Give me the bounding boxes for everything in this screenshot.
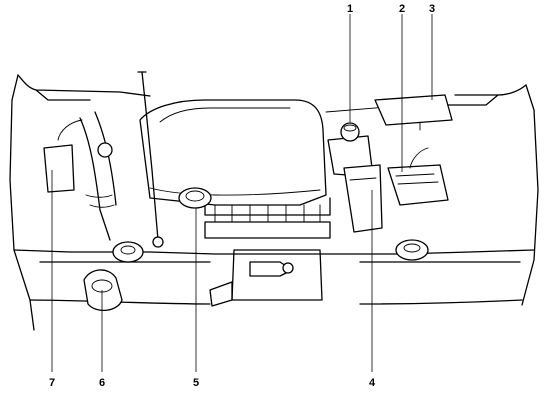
leader-lines xyxy=(51,14,433,372)
compartment-frame xyxy=(9,74,539,331)
left-hoses xyxy=(79,111,117,241)
callout-4: 4 xyxy=(369,377,376,389)
callout-3: 3 xyxy=(429,3,435,15)
callout-1: 1 xyxy=(347,3,353,15)
power-steering-reservoir xyxy=(43,119,83,193)
callout-2: 2 xyxy=(399,3,405,15)
callout-7: 7 xyxy=(49,377,55,389)
engine-oil-filler-cap xyxy=(178,187,212,209)
front-panel xyxy=(209,249,323,307)
callout-labels: 1 2 3 4 5 6 7 xyxy=(49,3,435,389)
callout-6: 6 xyxy=(99,377,105,389)
engine-oil-dipstick xyxy=(137,71,164,248)
strut-towers xyxy=(112,239,429,263)
window-washer-reservoir xyxy=(83,269,123,311)
coolant-reservoir xyxy=(343,164,383,233)
battery-and-fuse-box xyxy=(374,94,453,206)
engine-cover xyxy=(139,99,331,239)
callout-5: 5 xyxy=(193,377,199,389)
